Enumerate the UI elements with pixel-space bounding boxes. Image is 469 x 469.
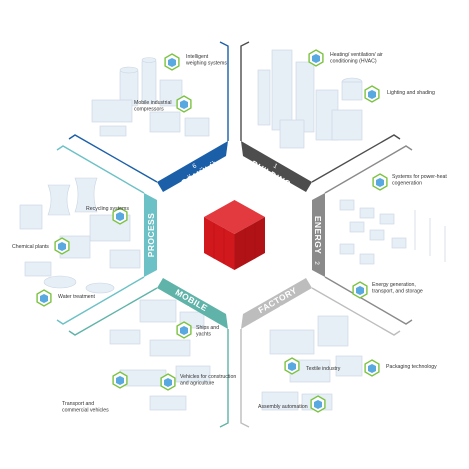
svg-text:Chemical plants: Chemical plants [12,244,49,250]
callout-icons [36,49,388,413]
cube-icon [376,178,384,187]
center-cube [204,200,265,270]
segment-band-factory[interactable] [241,278,312,329]
cube-icon [58,242,66,251]
hex-ring [144,141,325,329]
cube-icon [180,326,188,335]
callout-energygen: Energy generation,transport, and storage [372,282,423,295]
callout-water: Water treatment [58,294,96,300]
cube-icon [180,100,188,109]
segment-title: ENERGY [313,216,323,254]
segment-label-energy: ENERGY 2 [313,216,323,265]
segment-number: 4 [183,304,190,312]
cube-icon [288,362,296,371]
svg-text:Packaging technology: Packaging technology [386,364,437,370]
cube-icon [356,286,364,295]
segment-title: PROCESS [146,213,156,257]
scene-factory [261,315,363,411]
segment-title: FACTORY [256,285,298,315]
segment-band-mobile[interactable] [157,278,228,329]
segment-band-building[interactable] [241,141,312,192]
callout-recycling: Recycling systems [86,206,129,212]
cube-icon [116,376,124,385]
cube-icon [168,58,176,67]
segment-number: 3 [279,304,286,312]
segment-number: 2 [313,261,320,265]
svg-text:Water treatment: Water treatment [58,294,96,300]
svg-text:Assembly automation: Assembly automation [258,404,308,410]
cube-icon [312,54,320,63]
cube-icon [164,378,172,387]
svg-text:Recycling systems: Recycling systems [86,206,129,212]
segment-number: 1 [272,162,279,170]
cube-icon [368,364,376,373]
scene-gomulu [91,57,210,137]
svg-text:Energy generation,transport, a: Energy generation,transport, and storage [372,282,423,295]
svg-text:Textile industry: Textile industry [306,366,341,372]
segment-band-energy[interactable] [312,193,325,277]
scene-process [19,177,141,294]
callout-textile: Textile industry [306,366,341,372]
cube-icon [314,400,322,409]
cube-icon [368,90,376,99]
segment-number: 6 [191,162,198,170]
callout-chemical: Chemical plants [12,244,49,250]
callout-lighting: Lighting and shading [387,90,435,96]
cube-icon [116,212,124,221]
segment-band-process[interactable] [144,193,157,277]
hex-spokes [56,41,413,428]
scene-building [257,49,363,149]
callout-assembly: Assembly automation [258,404,308,410]
scene-mobile [109,299,211,411]
segment-label-factory: FACTORY 3 [256,285,298,315]
segment-label-process: PROCESS 5 [146,213,165,257]
cube-icon [40,294,48,303]
svg-text:Lighting and shading: Lighting and shading [387,90,435,96]
segment-number: 5 [158,233,165,237]
scene-energy [339,199,446,265]
segment-band-gomulu[interactable] [157,141,228,192]
callout-packaging: Packaging technology [386,364,437,370]
